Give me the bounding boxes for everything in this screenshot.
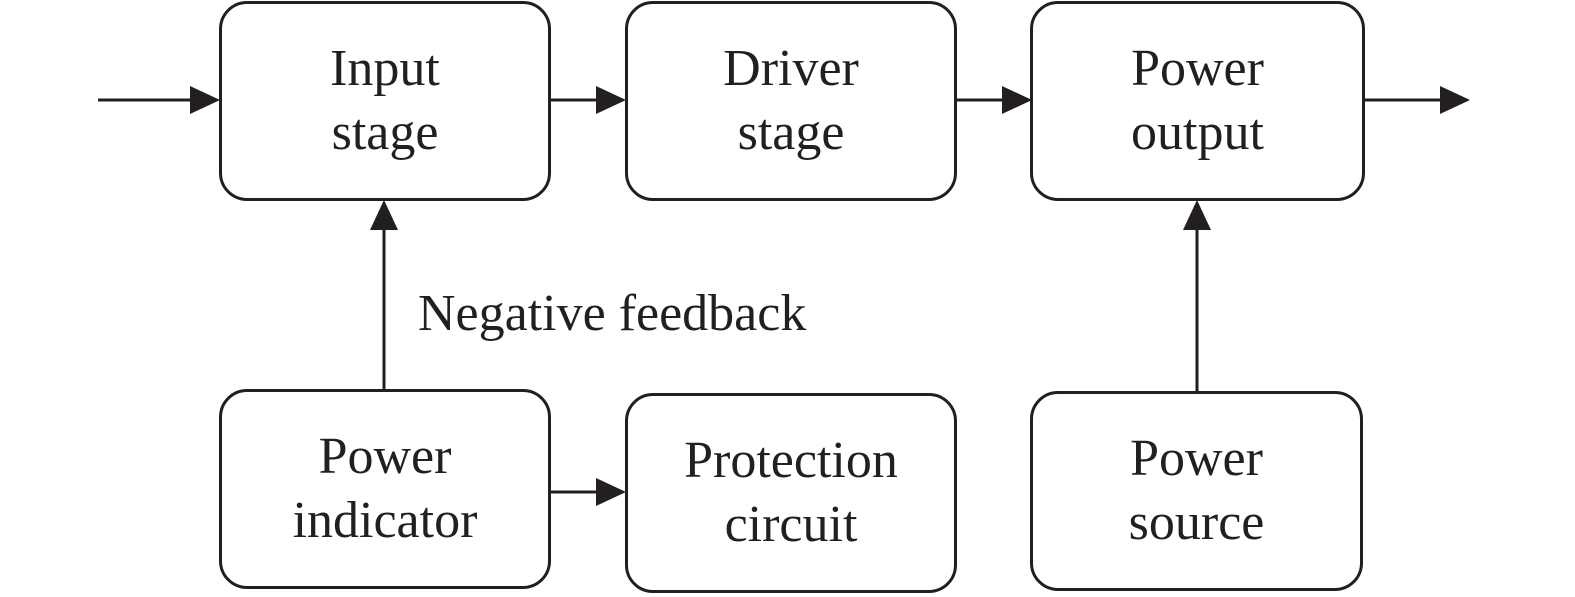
power-output-block: Power output (1030, 1, 1365, 201)
arrowhead-driver-stage (596, 86, 626, 114)
input-stage-line1: Input (330, 40, 440, 97)
input-stage-block: Input stage (219, 1, 551, 201)
driver-stage-line1: Driver (723, 40, 859, 97)
negative-feedback-label: Negative feedback (418, 285, 807, 342)
input-stage-line2: stage (331, 104, 439, 161)
power-indicator-line2: indicator (292, 492, 478, 549)
power-output-line2: output (1131, 104, 1264, 161)
power-source-block: Power source (1030, 391, 1363, 591)
power-output-line1: Power (1131, 40, 1264, 97)
power-source-line1: Power (1130, 430, 1263, 487)
protection-circuit-line2: circuit (724, 496, 858, 553)
arrowhead-feedback (370, 200, 398, 230)
arrowhead-input-stage (190, 86, 220, 114)
arrowhead-protection (596, 478, 626, 506)
power-source-line2: source (1128, 494, 1265, 551)
arrowhead-output (1440, 86, 1470, 114)
arrowhead-power-source (1183, 200, 1211, 230)
driver-stage-line2: stage (737, 104, 845, 161)
driver-stage-block: Driver stage (625, 1, 957, 201)
arrowhead-power-output (1002, 86, 1032, 114)
power-indicator-block: Power indicator (219, 389, 551, 589)
power-indicator-line1: Power (318, 428, 452, 485)
protection-circuit-line1: Protection (684, 432, 898, 489)
protection-circuit-block: Protection circuit (625, 393, 957, 593)
